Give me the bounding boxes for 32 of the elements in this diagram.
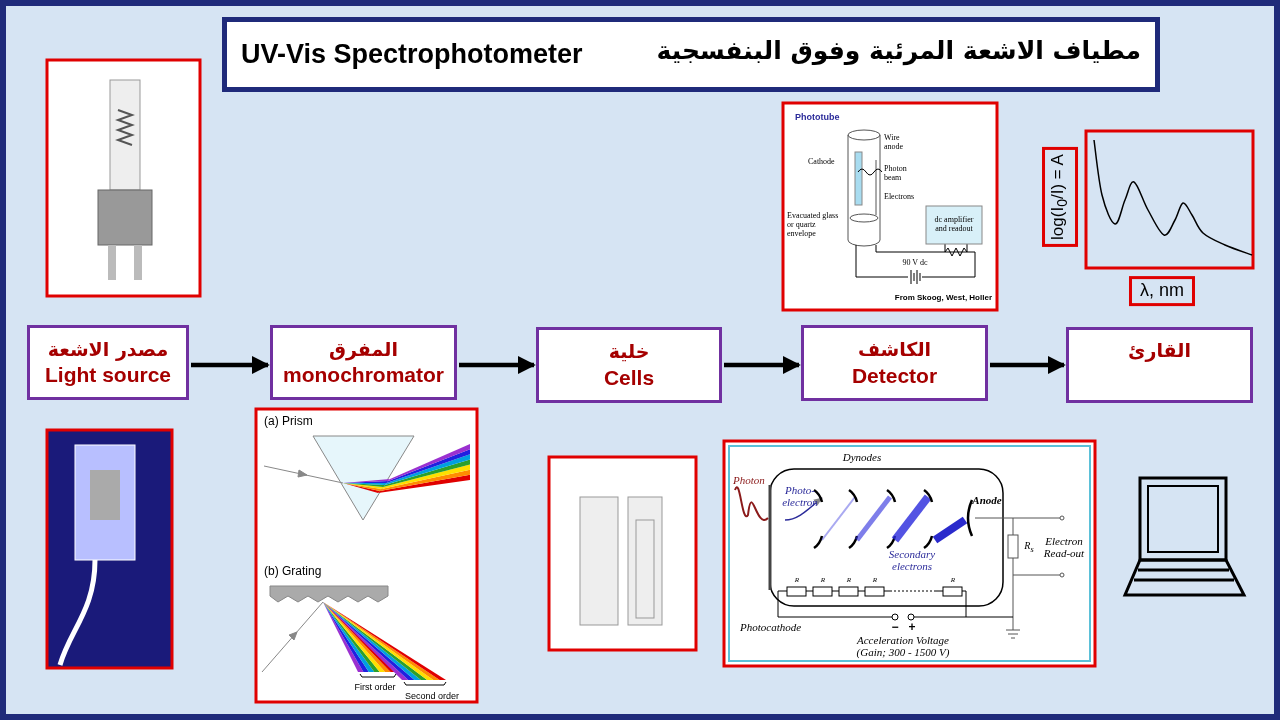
figure-label: Photocathode	[740, 620, 802, 634]
title: مطياف الاشعة المرئية وفوق البنفسجية	[656, 37, 1141, 65]
arrow	[459, 356, 536, 374]
figure-label: +	[908, 621, 916, 635]
figure-label: 90 V dc	[902, 258, 928, 268]
figure-label: Anode	[972, 493, 1002, 507]
figure-label: Photo- electron	[781, 483, 819, 509]
figure-label: −	[891, 621, 899, 635]
figure-label: R$_{s}$	[1024, 539, 1034, 555]
figure-label: Wire anode	[884, 134, 905, 152]
process-box: القارئ	[1066, 327, 1253, 403]
figure-label: Acceleration Voltage (Gain; 300 - 1500 V)	[855, 633, 951, 659]
arrow	[724, 356, 801, 374]
figure-label: Secondary electrons	[887, 547, 937, 573]
title: UV-Vis Spectrophotometer	[241, 40, 583, 70]
figure-label: Photon beam	[884, 165, 908, 183]
figure-label: Cathode	[808, 157, 835, 167]
figure-label: Dynodes	[842, 450, 882, 464]
figure-label: From Skoog, West, Holler	[894, 293, 992, 303]
axis-label: λ, nm	[1129, 276, 1195, 306]
figure-label: Photon	[733, 473, 765, 487]
figure-label: Electron Read-out	[1042, 534, 1086, 560]
arrow	[990, 356, 1066, 374]
figure-label: Evacuated glass or quartz envelope	[787, 211, 840, 239]
arrow	[191, 356, 270, 374]
figure-label: (a) Prism	[264, 415, 313, 429]
figure-label: Electrons	[884, 192, 915, 202]
figure-label: (b) Grating	[264, 565, 322, 579]
figure-label: dc amplifier and readout	[933, 216, 975, 234]
figure-label: First order	[354, 683, 396, 693]
figure-label: Second order	[405, 692, 459, 702]
figure-label: Phototube	[795, 113, 840, 123]
